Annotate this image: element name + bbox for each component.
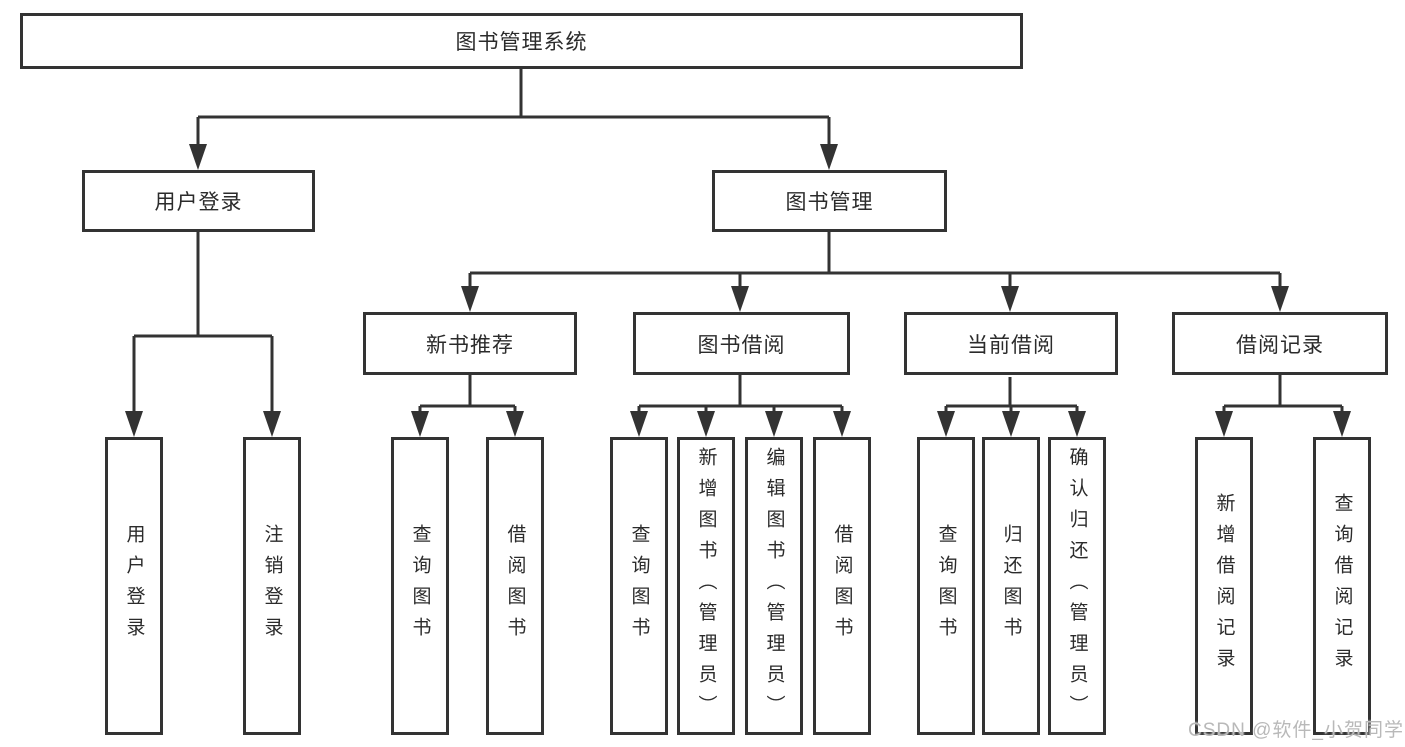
node-borrow-record: 借阅记录	[1172, 312, 1388, 375]
leaf-confirm-return-admin: 确认归还（管理员）	[1048, 437, 1106, 735]
leaf-query-book-borrow: 查询图书	[610, 437, 668, 735]
leaf-label: 归还图书	[1000, 524, 1022, 648]
leaf-label: 注销登录	[261, 524, 283, 648]
arrowheads	[125, 144, 1351, 437]
leaf-label: 借阅图书	[504, 524, 526, 648]
leaf-label: 查询图书	[409, 524, 431, 648]
node-book-management: 图书管理	[712, 170, 947, 232]
leaf-return-book: 归还图书	[982, 437, 1040, 735]
leaf-query-book-current: 查询图书	[917, 437, 975, 735]
node-user-login: 用户登录	[82, 170, 315, 232]
leaf-borrow-book: 借阅图书	[813, 437, 871, 735]
leaf-borrow-book-recommend: 借阅图书	[486, 437, 544, 735]
leaf-edit-book-admin: 编辑图书（管理员）	[745, 437, 803, 735]
node-root: 图书管理系统	[20, 13, 1023, 69]
node-book-borrow: 图书借阅	[633, 312, 850, 375]
node-new-book-recommend: 新书推荐	[363, 312, 577, 375]
leaf-label: 新增借阅记录	[1213, 493, 1235, 679]
leaf-label: 查询借阅记录	[1331, 493, 1353, 679]
leaf-label: 查询图书	[935, 524, 957, 648]
leaf-add-book-admin: 新增图书（管理员）	[677, 437, 735, 735]
leaf-label: 确认归还（管理员）	[1066, 446, 1088, 726]
leaf-label: 编辑图书（管理员）	[763, 446, 785, 726]
leaf-user-login: 用户登录	[105, 437, 163, 735]
leaf-add-borrow-record: 新增借阅记录	[1195, 437, 1253, 735]
leaf-logout: 注销登录	[243, 437, 301, 735]
leaf-label: 查询图书	[628, 524, 650, 648]
csdn-watermark: CSDN @软件_小贺同学	[1188, 720, 1404, 741]
leaf-label: 用户登录	[123, 524, 145, 648]
node-current-borrow: 当前借阅	[904, 312, 1118, 375]
leaf-label: 新增图书（管理员）	[695, 446, 717, 726]
leaf-label: 借阅图书	[831, 524, 853, 648]
leaf-query-book-recommend: 查询图书	[391, 437, 449, 735]
leaf-query-borrow-record: 查询借阅记录	[1313, 437, 1371, 735]
